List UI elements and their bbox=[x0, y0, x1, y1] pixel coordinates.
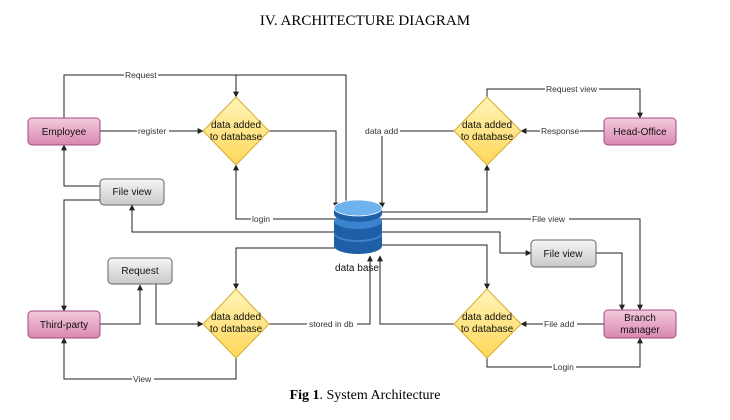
diamond-3-line2: to database bbox=[210, 324, 263, 335]
label-data-add: data add bbox=[365, 126, 398, 136]
third-party-label: Third-party bbox=[40, 320, 88, 331]
label-login: login bbox=[252, 214, 270, 224]
file-view-2-label: File view bbox=[544, 249, 584, 260]
employee-node[interactable]: Employee bbox=[27, 117, 101, 146]
diamond-1-line2: to database bbox=[210, 132, 263, 143]
label-login-branch: Login bbox=[553, 362, 574, 372]
edge-request bbox=[63, 74, 349, 209]
edge-data-add bbox=[379, 130, 455, 209]
edge-fileview-thirdparty bbox=[61, 199, 100, 312]
edge-view bbox=[61, 337, 237, 380]
diamond-2-line1: data added bbox=[462, 120, 512, 131]
edge-db-diamond2 bbox=[380, 164, 490, 213]
edge-diamond1-db bbox=[268, 130, 339, 209]
edge-request-diamond3 bbox=[155, 284, 204, 327]
label-request-view: Request view bbox=[546, 84, 598, 94]
edge-login bbox=[233, 164, 336, 220]
diamond-2-line2: to database bbox=[461, 132, 514, 143]
diamond-data-added-3: data added to database bbox=[202, 288, 270, 359]
request-node[interactable]: Request bbox=[107, 257, 173, 285]
page-heading: IV. ARCHITECTURE DIAGRAM bbox=[259, 13, 471, 29]
employee-label: Employee bbox=[42, 127, 87, 138]
third-party-node[interactable]: Third-party bbox=[27, 310, 101, 339]
caption-rest: . System Architecture bbox=[319, 388, 441, 403]
figure-caption: Fig 1. System Architecture bbox=[0, 388, 730, 404]
file-view-node-2[interactable]: File view bbox=[530, 239, 597, 268]
edge-fileview-employee bbox=[61, 144, 100, 187]
request-label: Request bbox=[121, 266, 158, 277]
diamond-data-added-1: data added to database bbox=[202, 96, 270, 166]
label-request: Request bbox=[125, 70, 157, 80]
edge-db-diamond3 bbox=[233, 247, 336, 290]
edge-file-view bbox=[380, 218, 643, 311]
file-view-1-label: File view bbox=[113, 187, 153, 198]
diamond-data-added-2: data added to database bbox=[453, 96, 522, 166]
diamond-1-line1: data added bbox=[211, 120, 261, 131]
edge-labels: Request register login View stored in db… bbox=[124, 70, 599, 384]
caption-bold: Fig 1 bbox=[289, 388, 320, 403]
head-office-node[interactable]: Head-Office bbox=[603, 117, 677, 146]
label-view: View bbox=[133, 374, 152, 384]
edge-stored-in-db bbox=[268, 255, 373, 325]
label-file-add: File add bbox=[544, 319, 575, 329]
label-register: register bbox=[138, 126, 167, 136]
branch-manager-node[interactable]: Branch manager bbox=[603, 309, 677, 339]
edge-fileview2-branch bbox=[596, 252, 625, 311]
database-label: data base bbox=[335, 263, 379, 274]
edge-thirdparty-request bbox=[100, 284, 143, 325]
label-stored-in-db: stored in db bbox=[309, 319, 354, 329]
head-office-label: Head-Office bbox=[613, 127, 667, 138]
branch-manager-label-line2: manager bbox=[620, 325, 660, 336]
diamond-4-line1: data added bbox=[462, 312, 512, 323]
edge-db-diamond4 bbox=[380, 244, 490, 290]
edge-db-fileview2 bbox=[380, 231, 532, 256]
diamond-data-added-4: data added to database bbox=[453, 288, 522, 359]
diamond-3-line1: data added bbox=[211, 312, 261, 323]
branch-manager-label-line1: Branch bbox=[624, 313, 656, 324]
label-response: Response bbox=[541, 126, 580, 136]
edge-db-fileview1 bbox=[129, 204, 336, 233]
database-icon bbox=[333, 199, 383, 254]
file-view-node-1[interactable]: File view bbox=[99, 178, 165, 206]
edge-diamond4-db bbox=[377, 255, 455, 325]
label-file-view: File view bbox=[532, 214, 566, 224]
diamond-4-line2: to database bbox=[461, 324, 514, 335]
